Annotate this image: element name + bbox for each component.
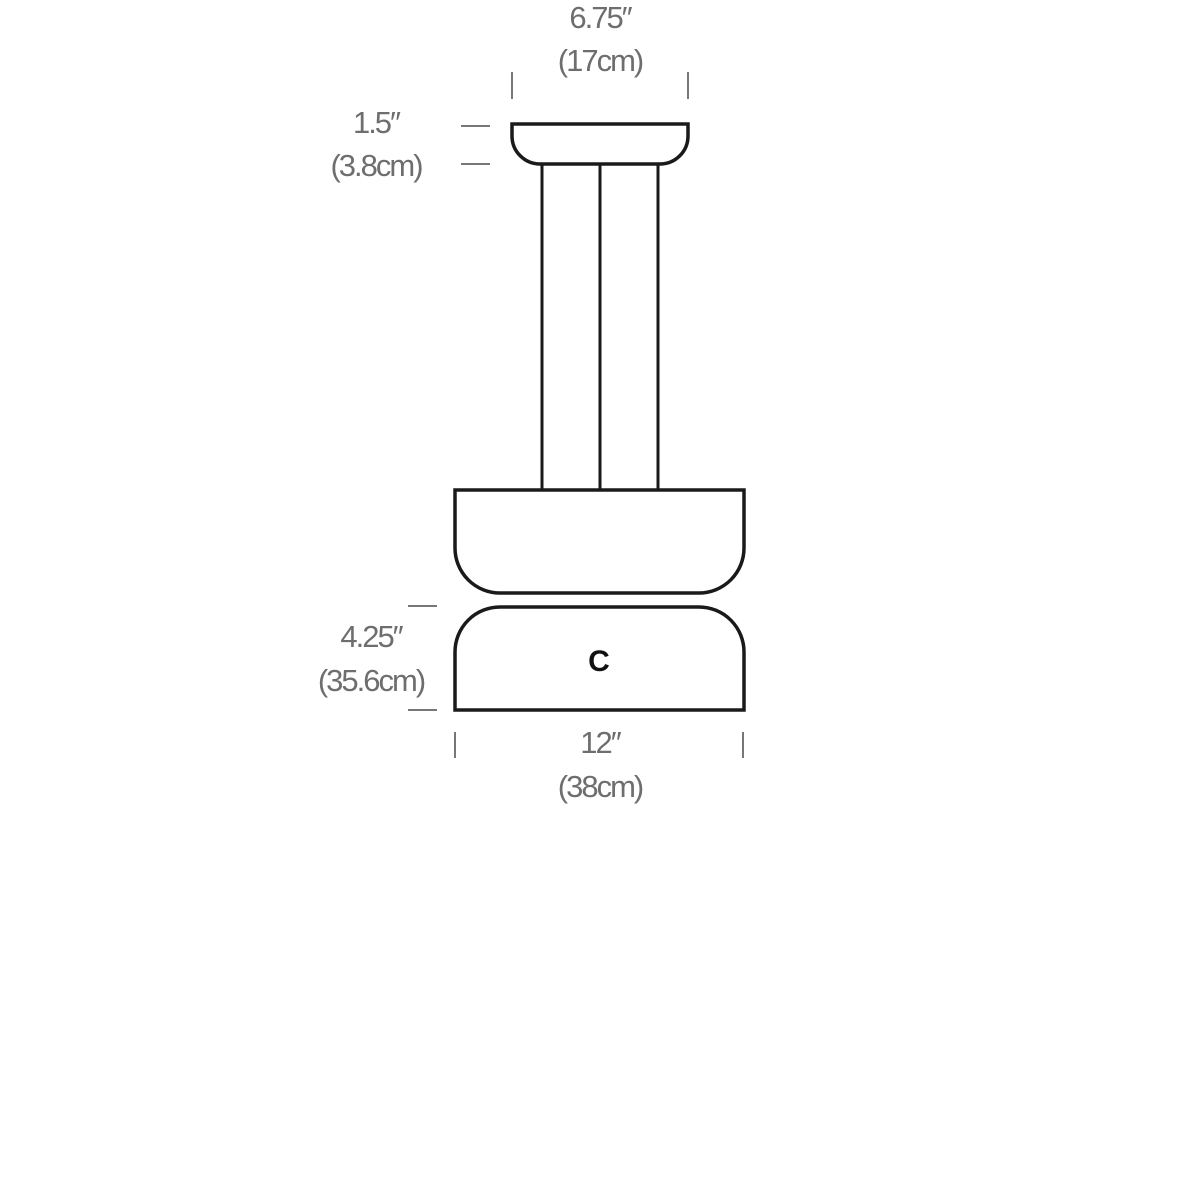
shade-height-metric: (35.6cm) <box>318 663 425 698</box>
lower-shade <box>453 605 746 712</box>
shade-width-metric: (38cm) <box>558 769 643 804</box>
part-label: C <box>588 645 610 678</box>
shade-width-imperial: 12″ <box>580 725 621 760</box>
canopy-height-metric: (3.8cm) <box>330 148 422 183</box>
canopy-height-imperial: 1.5″ <box>353 105 401 140</box>
canopy-width-metric: (17cm) <box>558 43 643 78</box>
canopy-width-imperial: 6.75″ <box>569 0 632 35</box>
canopy <box>510 122 690 166</box>
shade-height-imperial: 4.25″ <box>340 619 403 654</box>
upper-shade <box>453 488 746 595</box>
